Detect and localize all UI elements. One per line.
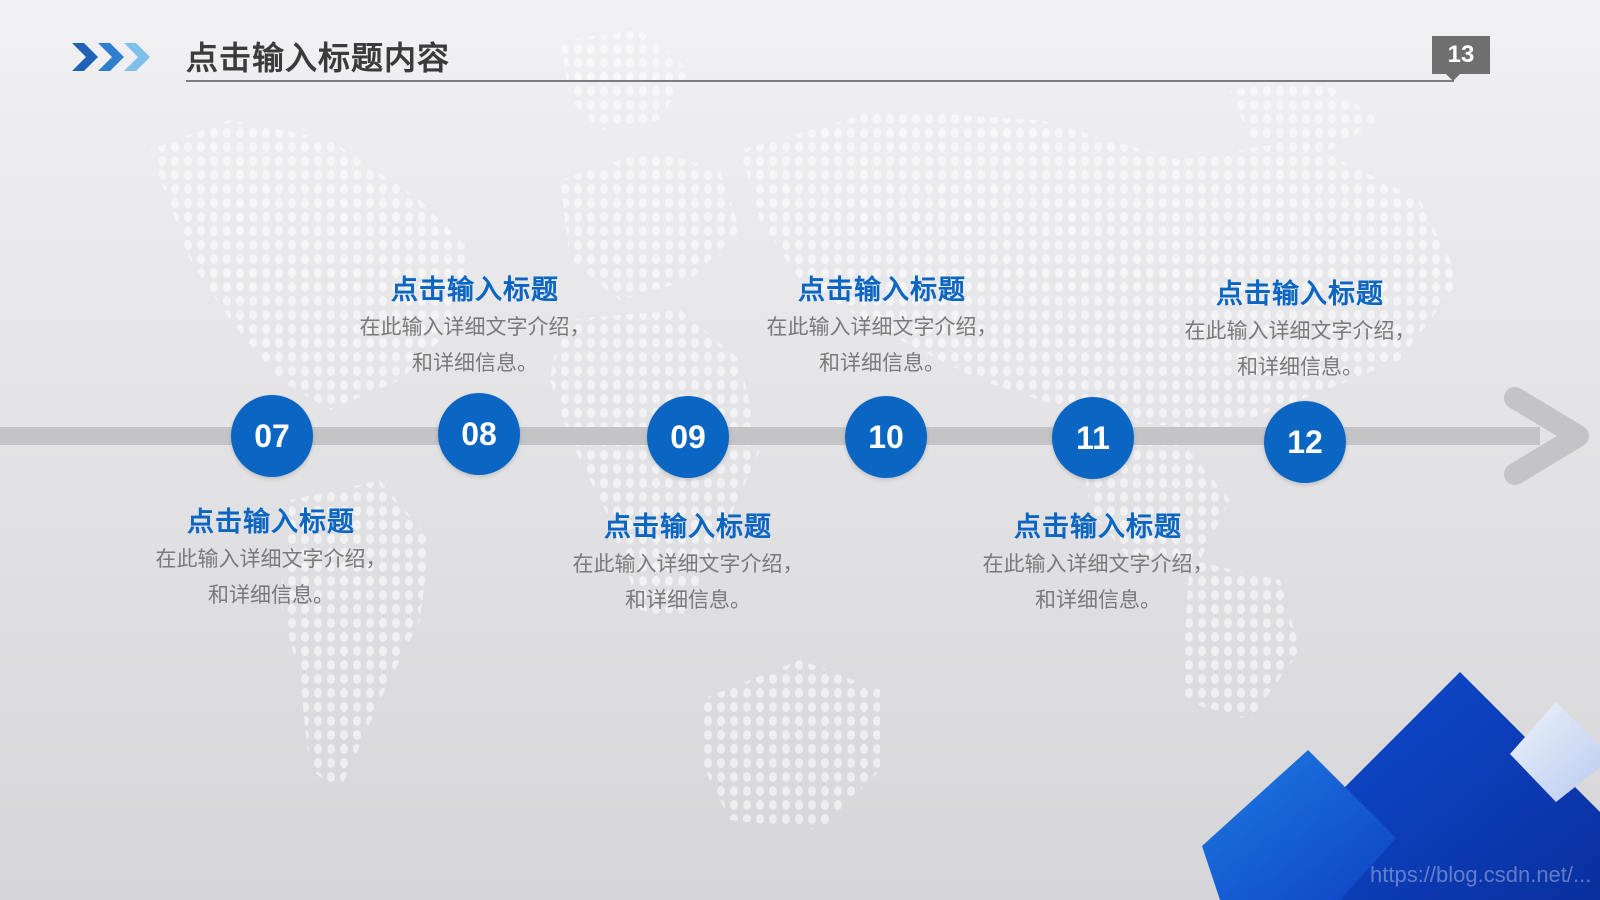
- caption-title[interactable]: 点击输入标题: [604, 512, 772, 542]
- timeline-node-10[interactable]: 10: [845, 396, 927, 478]
- caption-description[interactable]: 在此输入详细文字介绍， 和详细信息。: [722, 310, 1042, 382]
- timeline-caption-11: 点击输入标题 在此输入详细文字介绍， 和详细信息。: [938, 509, 1258, 619]
- caption-desc-line: 和详细信息。: [819, 352, 945, 375]
- caption-desc-line: 在此输入详细文字介绍，: [766, 316, 998, 339]
- caption-desc-line: 在此输入详细文字介绍，: [1184, 320, 1416, 343]
- caption-desc-line: 在此输入详细文字介绍，: [572, 553, 804, 576]
- caption-description[interactable]: 在此输入详细文字介绍， 和详细信息。: [528, 547, 848, 619]
- timeline-node-08[interactable]: 08: [438, 393, 520, 475]
- caption-desc-line: 和详细信息。: [1237, 356, 1363, 379]
- caption-title[interactable]: 点击输入标题: [1014, 512, 1182, 542]
- caption-desc-line: 和详细信息。: [412, 352, 538, 375]
- page-number-badge-tail: [1446, 74, 1460, 81]
- caption-description[interactable]: 在此输入详细文字介绍， 和详细信息。: [938, 547, 1258, 619]
- caption-title[interactable]: 点击输入标题: [798, 275, 966, 305]
- triple-chevron-right-icon: [72, 43, 150, 71]
- caption-desc-line: 在此输入详细文字介绍，: [359, 316, 591, 339]
- caption-title[interactable]: 点击输入标题: [1216, 279, 1384, 309]
- caption-title[interactable]: 点击输入标题: [391, 275, 559, 305]
- timeline-caption-07: 点击输入标题 在此输入详细文字介绍， 和详细信息。: [111, 504, 431, 614]
- caption-description[interactable]: 在此输入详细文字介绍， 和详细信息。: [111, 542, 431, 614]
- timeline-node-12[interactable]: 12: [1264, 401, 1346, 483]
- timeline-node-07[interactable]: 07: [231, 395, 313, 477]
- caption-description[interactable]: 在此输入详细文字介绍， 和详细信息。: [1140, 314, 1460, 386]
- caption-desc-line: 在此输入详细文字介绍，: [982, 553, 1214, 576]
- caption-desc-line: 和详细信息。: [1035, 589, 1161, 612]
- watermark: https://blog.csdn.net/...: [1370, 862, 1592, 887]
- caption-title[interactable]: 点击输入标题: [187, 507, 355, 537]
- caption-desc-line: 和详细信息。: [208, 584, 334, 607]
- caption-description[interactable]: 在此输入详细文字介绍， 和详细信息。: [315, 310, 635, 382]
- caption-desc-line: 和详细信息。: [625, 589, 751, 612]
- timeline-caption-10: 点击输入标题 在此输入详细文字介绍， 和详细信息。: [722, 272, 1042, 382]
- timeline-node-11[interactable]: 11: [1052, 397, 1134, 479]
- timeline-caption-12: 点击输入标题 在此输入详细文字介绍， 和详细信息。: [1140, 276, 1460, 386]
- page-title[interactable]: 点击输入标题内容: [186, 40, 451, 76]
- arrow-right-icon: [1504, 387, 1589, 485]
- timeline-caption-08: 点击输入标题 在此输入详细文字介绍， 和详细信息。: [315, 272, 635, 382]
- title-divider: [186, 80, 1454, 82]
- timeline-caption-09: 点击输入标题 在此输入详细文字介绍， 和详细信息。: [528, 509, 848, 619]
- page-number-badge: 13: [1432, 36, 1490, 74]
- caption-desc-line: 在此输入详细文字介绍，: [155, 548, 387, 571]
- timeline-node-09[interactable]: 09: [647, 396, 729, 478]
